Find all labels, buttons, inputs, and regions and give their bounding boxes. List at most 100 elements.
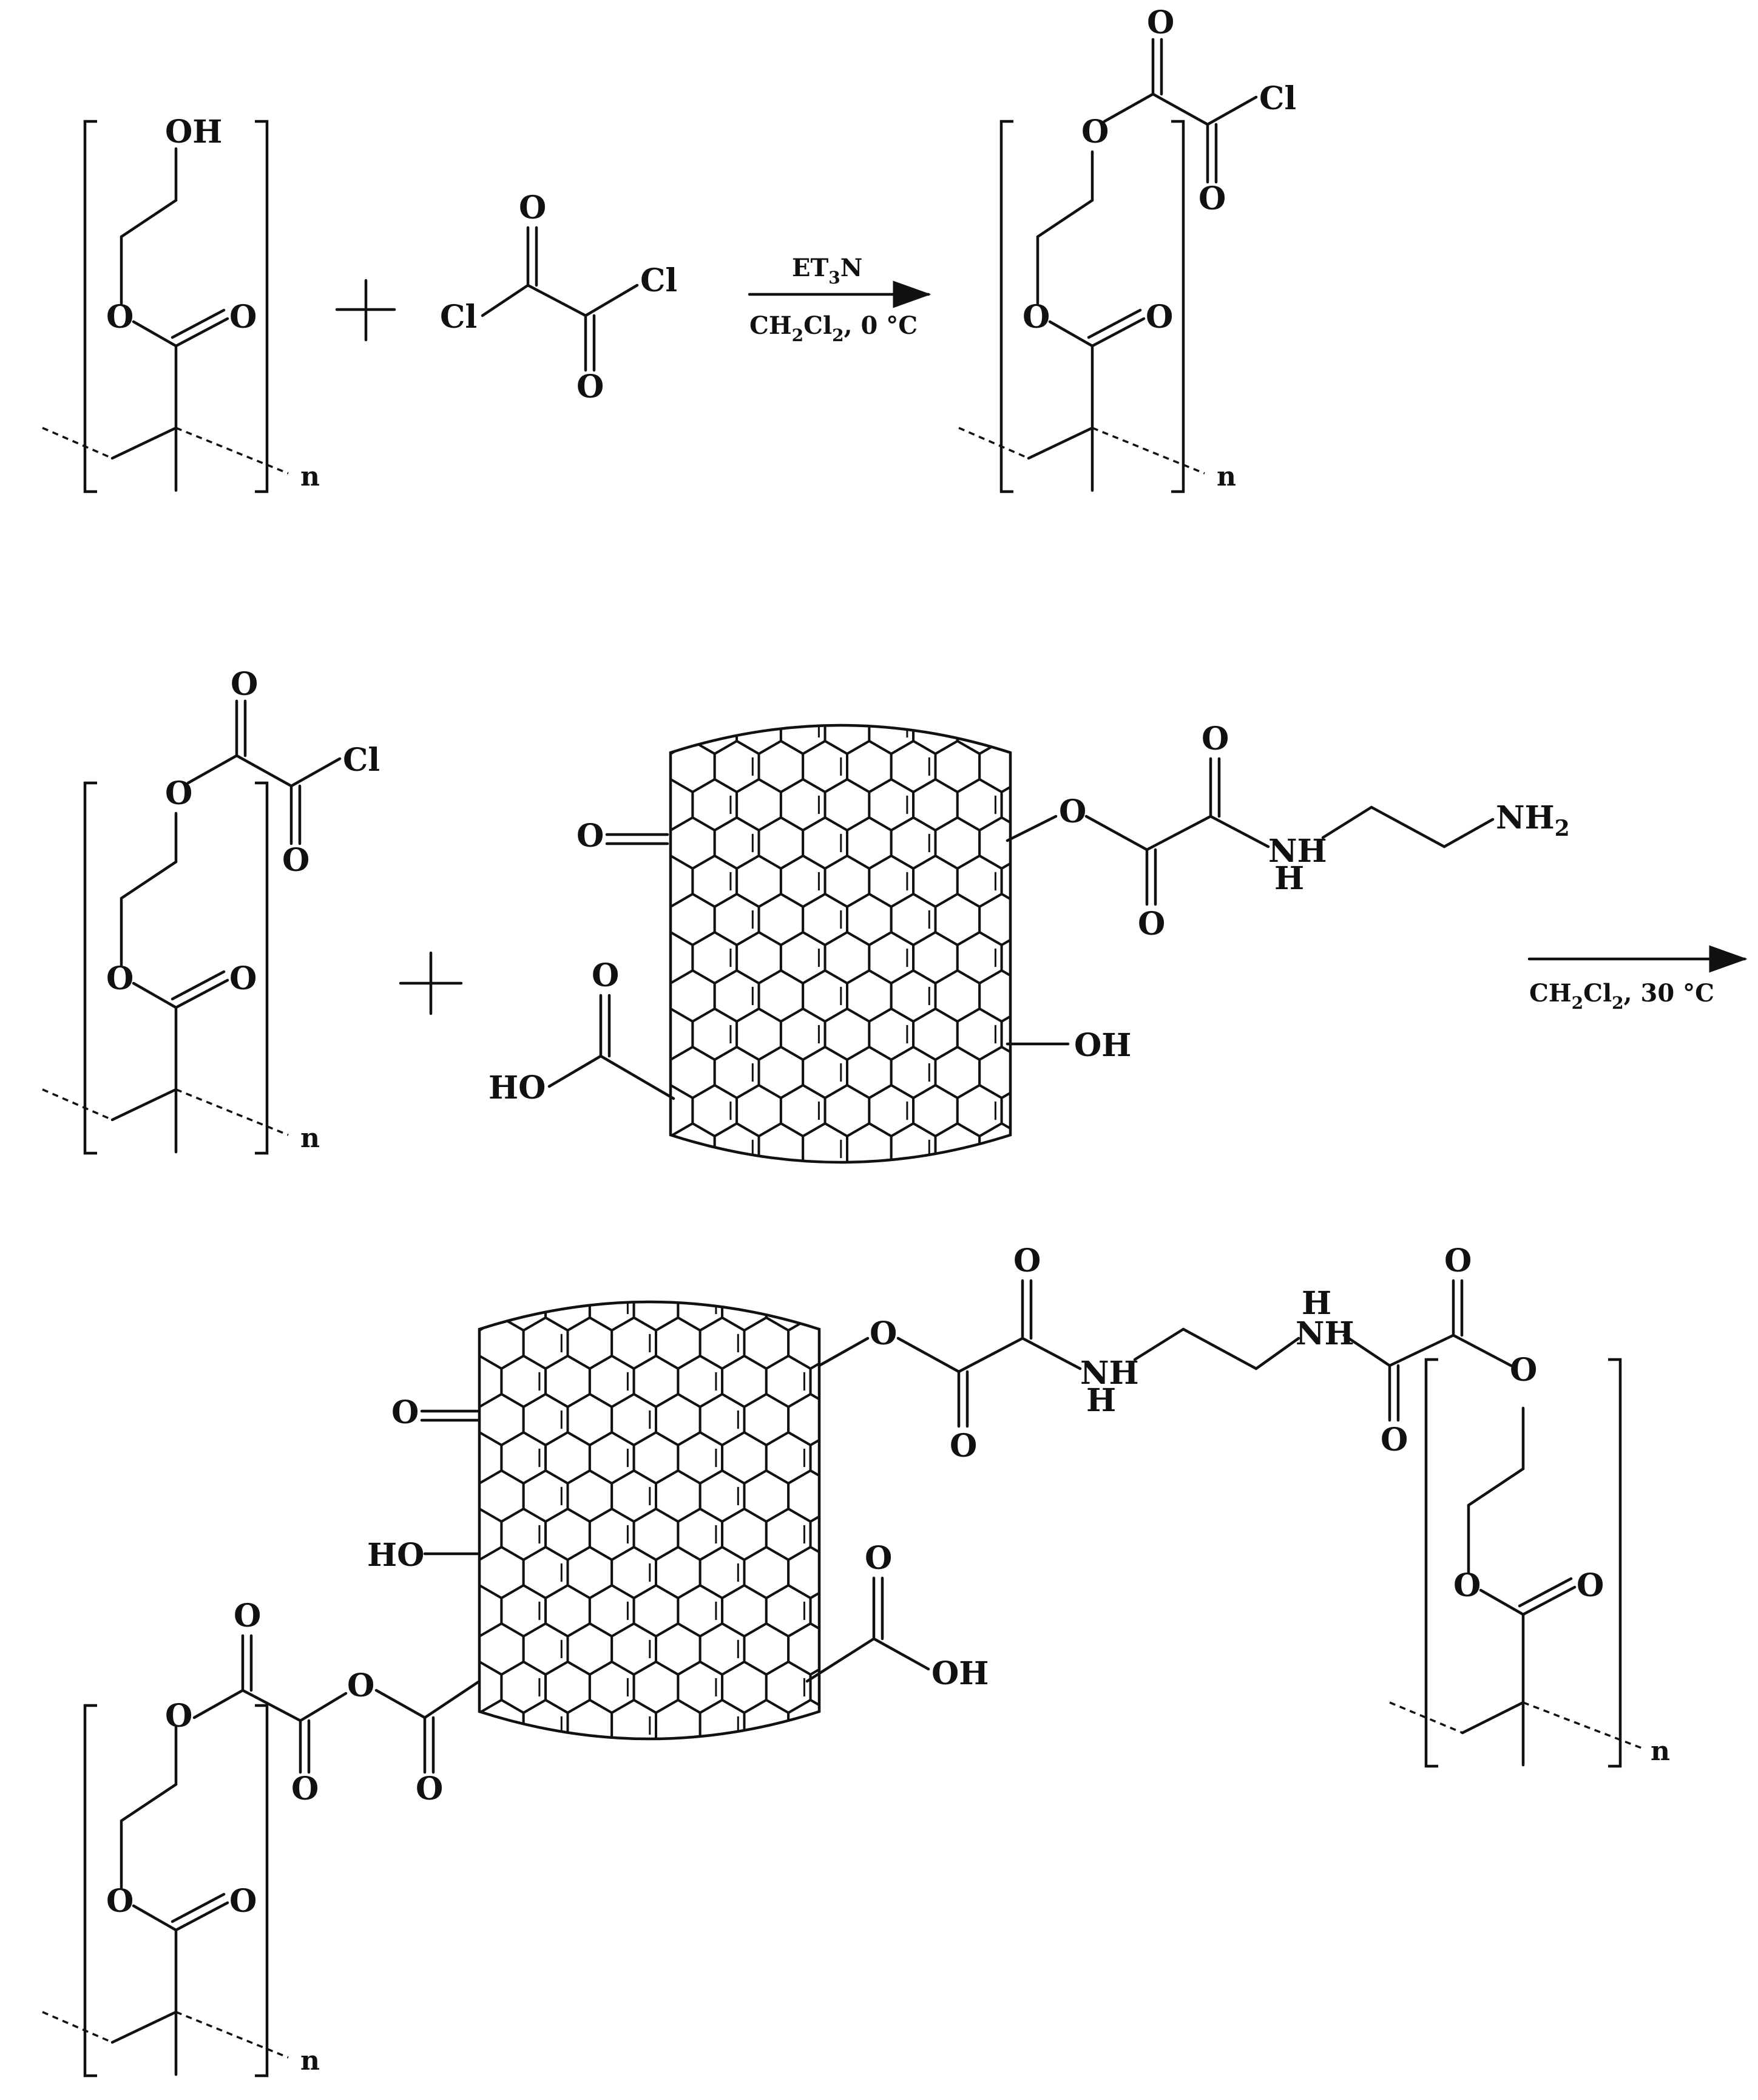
hexagon-ring (809, 1302, 819, 1332)
hexagon-ring (671, 739, 672, 794)
cnt2-co-o2-bottom: O (1381, 1421, 1408, 1458)
hexagon-ring (1024, 894, 1068, 945)
hexagon-ring (655, 1698, 702, 1739)
hema-polymer: n O O OH (42, 113, 320, 493)
hexagon-ring (779, 1160, 827, 1162)
hexagon-ring (656, 1241, 700, 1292)
hexagon-ring (691, 1160, 739, 1162)
hydroxyl-label: OH (165, 113, 222, 151)
hexagon-ring (671, 725, 694, 756)
ester-o: O (106, 960, 134, 997)
carbonyl-o-top: O (1147, 4, 1174, 41)
carbonyl-o-top: O (519, 189, 546, 226)
hexagon-ring (413, 1662, 458, 1713)
reagent-label: ET3N (792, 254, 862, 288)
hexagon-ring (847, 665, 891, 716)
carbonyl-o-bottom: O (1198, 180, 1226, 217)
cnt2-acid-o: O (865, 1540, 892, 1577)
cnt2-co-o-top: O (1013, 1242, 1041, 1279)
hexagon-ring (1024, 1123, 1068, 1174)
hexagon-ring (715, 665, 759, 716)
hexagon-ring (1000, 1007, 1010, 1062)
hexagon-ring (435, 1241, 479, 1292)
hexagon-ring (912, 1160, 959, 1162)
carbonyl-o: O (1577, 1567, 1604, 1604)
cnt1-ketone-o: O (576, 818, 604, 855)
hexagon-ring (1000, 854, 1010, 909)
hexagon-ring (809, 1507, 819, 1562)
ester-o-top: O (1081, 113, 1109, 151)
hexagon-ring (1000, 1083, 1010, 1138)
hexagon-ring (1000, 777, 1010, 832)
carbonyl-o-bottom: O (576, 368, 604, 405)
repeat-n-label: n (300, 2045, 320, 2076)
ester-o: O (1453, 1567, 1481, 1604)
hexagon-ring (604, 779, 649, 830)
carbon-nanotube-2 (413, 1241, 877, 1741)
hexagon-ring (1000, 725, 1010, 756)
hexagon-ring (788, 1241, 833, 1292)
hexagon-ring (413, 1432, 458, 1483)
cl-right: Cl (640, 262, 677, 299)
hexagon-ring (833, 1241, 877, 1292)
hexagon-ring (566, 1698, 614, 1739)
hexagon-ring (604, 1085, 649, 1136)
plus-sign-1 (335, 279, 396, 342)
nanotube-lattice (413, 1241, 877, 1739)
hexagon-ring (671, 1122, 672, 1162)
cnt2-ketone-o: O (391, 1394, 419, 1431)
cnt2-acid-oh: OH (931, 1655, 989, 1692)
cl-label: Cl (343, 742, 380, 779)
carbonyl-o: O (229, 960, 257, 997)
hexagon-ring (745, 1241, 789, 1292)
hexagon-ring (413, 1279, 458, 1330)
cnt2-amide-n1: NH (1080, 1355, 1139, 1392)
hexagon-ring (700, 1241, 745, 1292)
hexagon-ring (671, 892, 672, 947)
hexagon-ring (765, 1736, 812, 1739)
hexagon-ring (809, 1583, 819, 1638)
hexagon-ring (677, 1736, 724, 1739)
hexagon-ring (544, 1736, 591, 1739)
cnt1-acid-ho: HO (489, 1069, 546, 1106)
hexagon-ring (413, 1356, 458, 1407)
cnt1-substituents: O HO O OH O O O NH H NH2 (489, 720, 1570, 1106)
hexagon-ring (588, 1736, 635, 1739)
cl-left: Cl (440, 299, 477, 336)
condition-label-1: CH2Cl2, 0 °C (749, 311, 918, 345)
hema-oxalyl-reactant: n O O O O Cl O (42, 666, 380, 1155)
hexagon-ring (1000, 930, 1010, 985)
cnt1-co-o-bottom: O (1138, 906, 1165, 943)
reaction-arrow-1: ET3N CH2Cl2, 0 °C (748, 254, 931, 345)
hexagon-ring (604, 1162, 649, 1213)
cnt1-amide-h: H (1274, 860, 1304, 897)
hexagon-ring (413, 1585, 458, 1636)
carbonyl-o: O (1146, 299, 1173, 336)
carbonyl-o: O (229, 1883, 257, 1920)
carbonyl-o-bottom: O (282, 842, 309, 879)
cnt2-amide-h1: H (1086, 1382, 1116, 1419)
hexagon-ring (612, 1241, 656, 1292)
cnt2-substituents: O HO O OH O O O NH H H NH O (192, 1242, 1537, 1807)
hexagon-ring (809, 1736, 819, 1739)
cnt1-oh: OH (1074, 1027, 1131, 1064)
hexagon-ring (1024, 970, 1068, 1021)
ester-o: O (106, 1883, 134, 1920)
hema-polymer-left: n O O O (42, 1698, 320, 2078)
carbonyl-o: O (229, 299, 257, 336)
cnt2-lower-co3-o: O (234, 1597, 261, 1634)
hexagon-ring (979, 665, 1024, 716)
hexagon-ring (891, 665, 936, 716)
hexagon-ring (1024, 665, 1068, 716)
hexagon-ring (671, 1122, 716, 1162)
nanotube-lattice (604, 665, 1068, 1213)
hexagon-ring (759, 665, 803, 716)
repeat-n-label: n (300, 461, 320, 492)
hexagon-ring (604, 856, 649, 907)
hexagon-ring (809, 1431, 819, 1485)
cnt1-amide-n: NH (1268, 833, 1327, 870)
condition-label-2: CH2Cl2, 30 °C (1529, 979, 1714, 1013)
hexagon-ring (978, 1122, 1010, 1162)
repeat-n-label: n (1217, 461, 1236, 492)
